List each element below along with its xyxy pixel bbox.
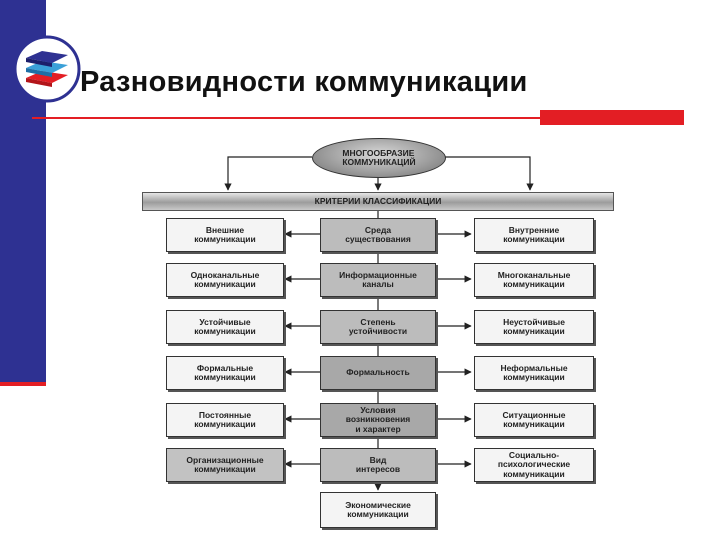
row-2-right-label: Многоканальные коммуникации [497, 269, 571, 289]
criteria-bar: КРИТЕРИИ КЛАССИФИКАЦИИ [142, 192, 614, 211]
row-5-left-box: Постоянные коммуникации [166, 403, 284, 437]
row-4-left-box: Формальные коммуникации [166, 356, 284, 390]
row-3-center-box: Степень устойчивости [320, 310, 436, 344]
row-6-left-box: Организационные коммуникации [166, 448, 284, 482]
classification-diagram: МНОГООБРАЗИЕ КОММУНИКАЦИЙ КРИТЕРИИ КЛАСС… [140, 130, 616, 535]
row-3-left-label: Устойчивые коммуникации [194, 316, 256, 336]
row-2-right-box: Многоканальные коммуникации [474, 263, 594, 297]
row-3-right-label: Неустойчивые коммуникации [503, 316, 565, 336]
row-2-left-box: Одноканальные коммуникации [166, 263, 284, 297]
economic-communications-box: Экономические коммуникации [320, 492, 436, 528]
row-3-right-box: Неустойчивые коммуникации [474, 310, 594, 344]
connector-lines [224, 156, 534, 491]
row-1-right-box: Внутренние коммуникации [474, 218, 594, 252]
row-4-right-box: Неформальные коммуникации [474, 356, 594, 390]
row-6-left-label: Организационные коммуникации [186, 454, 264, 474]
row-3-center-label: Степень устойчивости [348, 316, 408, 336]
row-1-left-box: Внешние коммуникации [166, 218, 284, 252]
row-6-center-label: Вид интересов [355, 454, 401, 474]
row-6-right-label: Социально- психологические коммуникации [497, 449, 571, 479]
row-6-right-box: Социально- психологические коммуникации [474, 448, 594, 482]
row-2-left-label: Одноканальные коммуникации [190, 269, 260, 289]
row-5-center-label: Условия возникновения и характер [345, 404, 411, 434]
row-4-right-label: Неформальные коммуникации [500, 362, 568, 382]
row-2-center-box: Информационные каналы [320, 263, 436, 297]
criteria-bar-label: КРИТЕРИИ КЛАССИФИКАЦИИ [314, 195, 442, 206]
title-accent-block [540, 110, 684, 125]
root-node-label: МНОГООБРАЗИЕ КОММУНИКАЦИЙ [342, 147, 416, 167]
root-right-connector [444, 156, 534, 191]
row-1-center-label: Среда существования [345, 224, 411, 244]
title-underline [32, 117, 542, 119]
stacked-books-icon [13, 35, 81, 103]
sidebar-accent-strip [0, 382, 46, 386]
row-5-right-box: Ситуационные коммуникации [474, 403, 594, 437]
root-node: МНОГООБРАЗИЕ КОММУНИКАЦИЙ [312, 138, 446, 178]
row-4-left-label: Формальные коммуникации [194, 362, 256, 382]
economic-communications-label: Экономические коммуникации [345, 499, 411, 519]
row-6-center-box: Вид интересов [320, 448, 436, 482]
row-3-left-box: Устойчивые коммуникации [166, 310, 284, 344]
row-5-left-label: Постоянные коммуникации [194, 409, 256, 429]
root-left-connector [224, 156, 312, 191]
row-5-center-box: Условия возникновения и характер [320, 403, 436, 437]
row-1-right-label: Внутренние коммуникации [503, 224, 565, 244]
slide-title: Разновидности коммуникации [80, 66, 528, 98]
row-4-center-label: Формальность [346, 367, 410, 378]
row-5-right-label: Ситуационные коммуникации [502, 409, 566, 429]
row-1-center-box: Среда существования [320, 218, 436, 252]
row-2-center-label: Информационные каналы [339, 269, 417, 289]
row-1-left-label: Внешние коммуникации [194, 224, 256, 244]
row-4-center-box: Формальность [320, 356, 436, 390]
